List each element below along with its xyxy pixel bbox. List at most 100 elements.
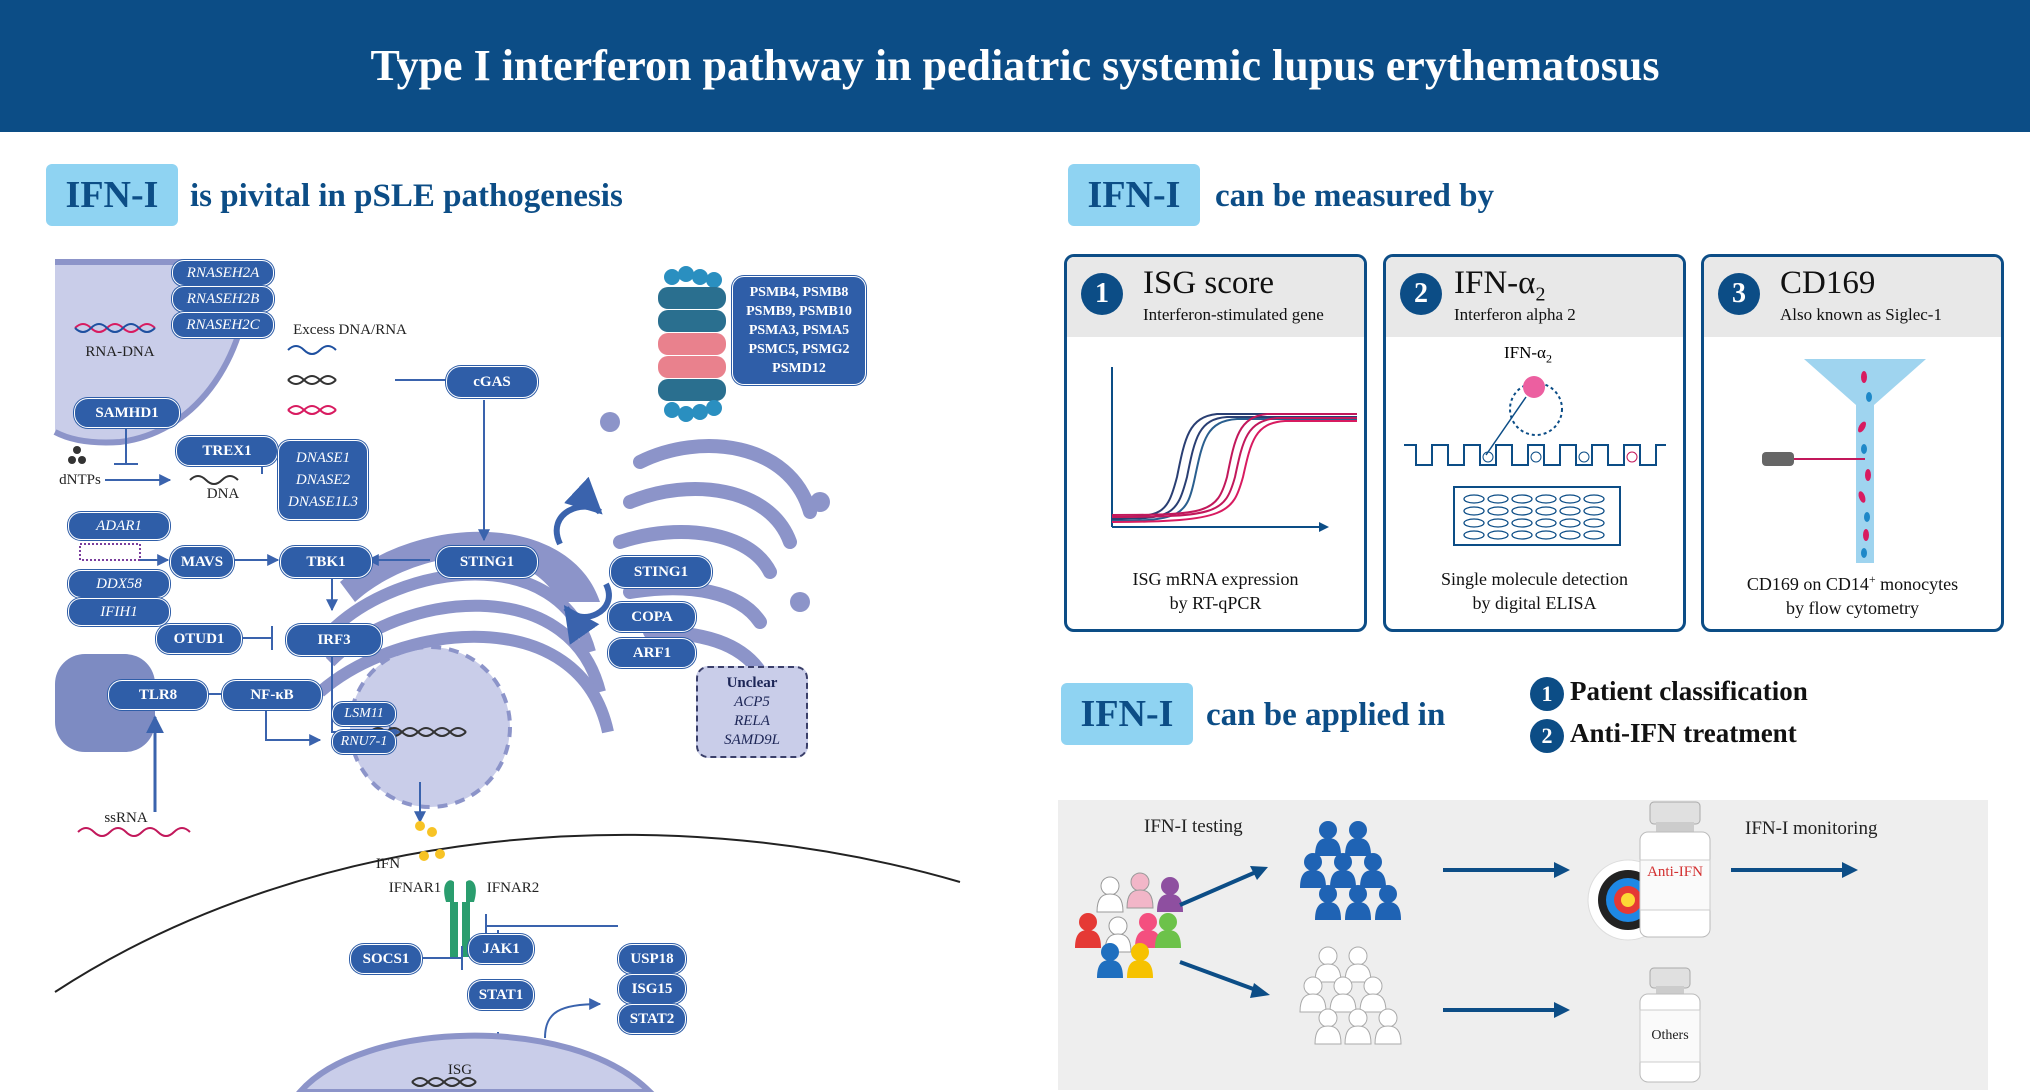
application-graphic <box>1075 801 1858 1083</box>
irf3-node: IRF3 <box>286 624 382 656</box>
qpcr-curves-icon <box>1111 367 1357 532</box>
application-illustration: IFN-I testing IFN-I monitoring <box>1058 800 1988 1090</box>
unclear-node-line: ACP5 <box>734 694 770 710</box>
sting1-golgi-node: STING1 <box>610 556 712 588</box>
panel-caption: Single molecule detection by digital ELI… <box>1386 567 1683 615</box>
nfkb-node: NF-κB <box>222 680 322 710</box>
caption-line-1: ISG mRNA expression <box>1132 569 1299 589</box>
measure-panel-cd169: 3 CD169 Also known as Siglec-1 CD1 <box>1701 254 2004 632</box>
arf1-node: ARF1 <box>608 638 696 668</box>
number-badge: 1 <box>1081 273 1123 315</box>
ddx58-node: DDX58 <box>68 570 170 598</box>
measured-heading: can be measured by <box>1215 178 1494 214</box>
caption-line-2: by digital ELISA <box>1472 593 1597 613</box>
usp18-node: USP18 <box>618 944 686 974</box>
pathogenesis-heading: is pivital in pSLE pathogenesis <box>190 178 623 214</box>
number-badge: 2 <box>1400 273 1442 315</box>
adar1-node: ADAR1 <box>68 512 170 540</box>
ifn-i-badge-measured: IFN-I <box>1068 164 1200 226</box>
others-label: Others <box>1651 1028 1689 1043</box>
caption-line-1: CD169 on CD14+ monocytes <box>1704 567 2001 596</box>
socs1-node: SOCS1 <box>350 944 422 974</box>
panel-caption: CD169 on CD14+ monocytes by flow cytomet… <box>1704 567 2001 620</box>
panel-title-main: IFN-α <box>1454 265 1536 301</box>
jak1-node: JAK1 <box>468 934 534 964</box>
panel-subtitle: Interferon alpha 2 <box>1454 305 1576 324</box>
ifnar1-label: IFNAR1 <box>388 880 442 896</box>
psm-node-line: PSMB4, PSMB8 <box>749 285 849 300</box>
dntps-label: dNTPs <box>59 472 101 488</box>
tlr8-node: TLR8 <box>108 680 208 710</box>
patients-group-icon <box>1075 872 1183 978</box>
ifn-testing-label: IFN-I testing <box>1144 816 1243 837</box>
ifn-alpha2-inner-label: IFN-α2 <box>1504 343 1552 366</box>
psm-node-line: PSMD12 <box>772 361 826 376</box>
upper-cell-membrane <box>54 833 961 993</box>
application-label: Anti-IFN treatment <box>1570 718 1797 748</box>
caption-sup: + <box>1868 572 1876 586</box>
ifn-monitoring-label: IFN-I monitoring <box>1745 818 1878 839</box>
panel-title: ISG score <box>1143 265 1275 301</box>
caption-line-2: by RT-qPCR <box>1169 593 1262 613</box>
stat2-node: STAT2 <box>618 1004 686 1034</box>
inner-label-main: IFN-α <box>1504 343 1546 362</box>
trex1-node: TREX1 <box>176 436 278 466</box>
application-label: Patient classification <box>1570 676 1808 706</box>
proteasome-icon <box>658 266 726 422</box>
sting1-cytosol-node: STING1 <box>436 546 538 578</box>
ifn-receptor-icon <box>444 880 476 957</box>
lower-nucleus <box>296 1032 655 1092</box>
panel-subtitle: Interferon-stimulated gene <box>1143 305 1324 324</box>
ifih1-node: IFIH1 <box>68 598 170 626</box>
caption-post: monocytes <box>1875 574 1959 594</box>
number-badge: 1 <box>1530 676 1564 711</box>
panel-caption: ISG mRNA expression by RT-qPCR <box>1067 567 1364 615</box>
header-banner: Type I interferon pathway in pediatric s… <box>0 0 2030 132</box>
rna-dna-label: RNA-DNA <box>85 344 155 360</box>
panel-title: CD169 <box>1780 265 1876 301</box>
others-vial-icon <box>1639 967 1701 1083</box>
ifn-i-badge-applied: IFN-I <box>1061 683 1193 745</box>
stat1-node: STAT1 <box>468 980 534 1010</box>
rnaseh2a-node: RNASEH2A <box>172 260 274 286</box>
rnaseh2b-node: RNASEH2B <box>172 286 274 312</box>
isg15-node: ISG15 <box>618 974 686 1004</box>
tbk1-node: TBK1 <box>280 546 372 578</box>
psm-node-line: PSMC5, PSMG2 <box>748 342 850 357</box>
panel-subtitle: Also known as Siglec-1 <box>1780 305 1942 324</box>
unclear-node-line: SAMD9L <box>724 732 780 748</box>
anti-ifn-vial-icon <box>1639 801 1711 938</box>
psm-node-line: PSMA3, PSMA5 <box>748 323 850 338</box>
high-ifn-group-icon <box>1300 821 1401 920</box>
otud1-node: OTUD1 <box>156 624 242 654</box>
pathway-diagram <box>53 259 961 1092</box>
ifn-label: IFN <box>375 856 401 872</box>
number-badge: 3 <box>1718 273 1760 315</box>
anti-ifn-label: Anti-IFN <box>1647 864 1703 880</box>
copa-node: COPA <box>608 602 696 632</box>
psm-node-line: PSMB9, PSMB10 <box>746 304 852 319</box>
rnaseh2c-node: RNASEH2C <box>172 312 274 338</box>
isg-label: ISG <box>447 1062 473 1078</box>
endosome <box>55 654 155 752</box>
applied-heading: can be applied in <box>1206 697 1446 733</box>
inner-label-sub: 2 <box>1545 351 1552 366</box>
number-badge: 2 <box>1530 718 1564 753</box>
excess-dna-rna-label: Excess DNA/RNA <box>293 322 407 338</box>
measure-panel-isg-score: 1 ISG score Interferon-stimulated gene I… <box>1064 254 1367 632</box>
nucleus-circle <box>348 645 512 809</box>
page-title: Type I interferon pathway in pediatric s… <box>370 41 1660 90</box>
ifn-i-badge-pathogenesis: IFN-I <box>46 164 178 226</box>
samhd1-node: SAMHD1 <box>74 398 180 428</box>
panel-title-sub: 2 <box>1535 283 1546 306</box>
panel-title: IFN-α2 <box>1454 265 1545 307</box>
caption-pre: CD169 on CD14 <box>1746 574 1869 594</box>
unclear-node-line: RELA <box>734 713 770 729</box>
low-ifn-group-icon <box>1299 946 1402 1045</box>
flow-cytometry-icon <box>1762 359 1926 563</box>
